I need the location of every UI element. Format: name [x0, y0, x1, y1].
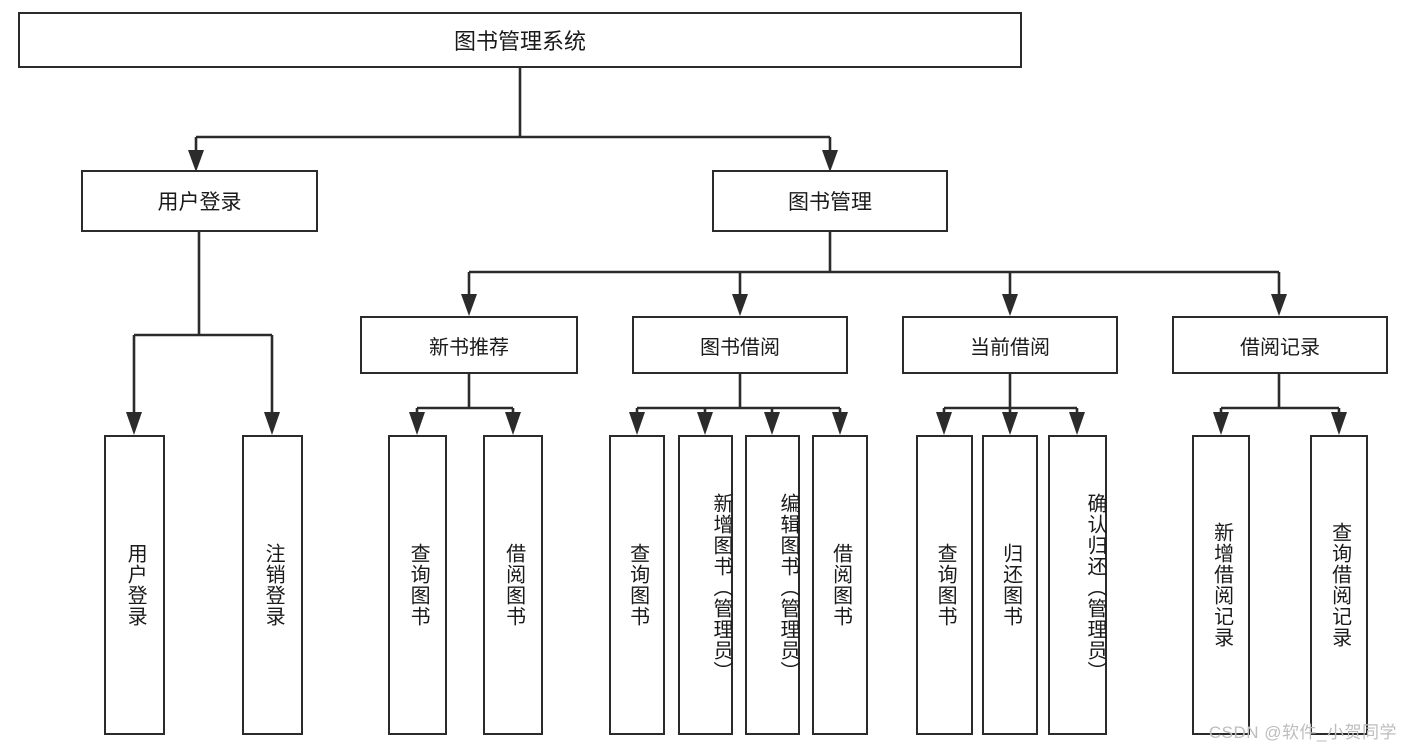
- arrow-nb-leaf2: [505, 412, 521, 435]
- node-borrow-record[interactable]: 借阅记录: [1172, 316, 1388, 374]
- arrow-nb-leaf1: [409, 412, 425, 435]
- node-label: 确认归还（管理员）: [1084, 492, 1106, 682]
- arrow-cb-leaf1: [936, 412, 952, 435]
- leaf-query-borrow-record[interactable]: 查询借阅记录: [1310, 435, 1368, 735]
- node-book-management[interactable]: 图书管理: [712, 170, 948, 232]
- leaf-confirm-return-admin[interactable]: 确认归还（管理员）: [1048, 435, 1107, 735]
- arrow-cb-leaf3: [1069, 412, 1085, 435]
- arrow-book-manage: [822, 150, 838, 172]
- node-label: 编辑图书（管理员）: [777, 492, 799, 682]
- node-root-system[interactable]: 图书管理系统: [18, 12, 1022, 68]
- node-label: 查询图书: [934, 543, 957, 627]
- arrow-leaf-logout: [264, 412, 280, 435]
- node-label: 新书推荐: [429, 336, 509, 359]
- arrow-bb-leaf1: [629, 412, 645, 435]
- node-label: 归还图书: [999, 543, 1022, 627]
- leaf-return-book[interactable]: 归还图书: [982, 435, 1038, 735]
- arrow-current-borrow: [1002, 294, 1018, 316]
- node-label: 注销登录: [262, 543, 285, 627]
- node-current-borrow[interactable]: 当前借阅: [902, 316, 1118, 374]
- node-user-login[interactable]: 用户登录: [81, 170, 318, 232]
- watermark-text: CSDN @软件_小贺同学: [1208, 723, 1397, 742]
- node-label: 借阅记录: [1240, 336, 1320, 359]
- arrow-bb-leaf2: [697, 412, 713, 435]
- arrow-br-leaf2: [1331, 412, 1347, 435]
- node-new-book-recommend[interactable]: 新书推荐: [360, 316, 578, 374]
- node-label: 借阅图书: [829, 543, 852, 627]
- node-label: 新增借阅记录: [1210, 522, 1233, 648]
- leaf-query-book-borrow[interactable]: 查询图书: [609, 435, 665, 735]
- arrow-borrow-record: [1271, 294, 1287, 316]
- arrow-bb-leaf4: [832, 412, 848, 435]
- node-label: 查询借阅记录: [1328, 522, 1351, 648]
- arrow-bb-leaf3: [764, 412, 780, 435]
- node-label: 新增图书（管理员）: [710, 492, 732, 682]
- leaf-borrow-book[interactable]: 借阅图书: [812, 435, 868, 735]
- node-book-borrow[interactable]: 图书借阅: [632, 316, 848, 374]
- leaf-query-book-current[interactable]: 查询图书: [916, 435, 973, 735]
- arrow-book-borrow: [732, 294, 748, 316]
- node-label: 借阅图书: [502, 543, 525, 627]
- leaf-edit-book-admin[interactable]: 编辑图书（管理员）: [745, 435, 800, 735]
- node-label: 图书管理系统: [453, 29, 586, 54]
- arrow-leaf-user-login: [126, 412, 142, 435]
- leaf-add-borrow-record[interactable]: 新增借阅记录: [1192, 435, 1250, 735]
- arrow-user-login: [188, 150, 204, 172]
- leaf-user-login[interactable]: 用户登录: [104, 435, 165, 735]
- node-label: 查询图书: [407, 543, 430, 627]
- leaf-query-book-recommend[interactable]: 查询图书: [388, 435, 447, 735]
- arrow-cb-leaf2: [1002, 412, 1018, 435]
- node-label: 用户登录: [157, 191, 242, 214]
- node-label: 图书管理: [788, 191, 872, 214]
- node-label: 查询图书: [626, 543, 649, 627]
- node-label: 图书借阅: [700, 336, 780, 359]
- leaf-logout[interactable]: 注销登录: [242, 435, 303, 735]
- leaf-borrow-book-recommend[interactable]: 借阅图书: [483, 435, 543, 735]
- node-label: 用户登录: [124, 543, 147, 627]
- arrow-br-leaf1: [1213, 412, 1229, 435]
- leaf-add-book-admin[interactable]: 新增图书（管理员）: [678, 435, 733, 735]
- node-label: 当前借阅: [970, 336, 1050, 359]
- arrow-new-book: [461, 294, 477, 316]
